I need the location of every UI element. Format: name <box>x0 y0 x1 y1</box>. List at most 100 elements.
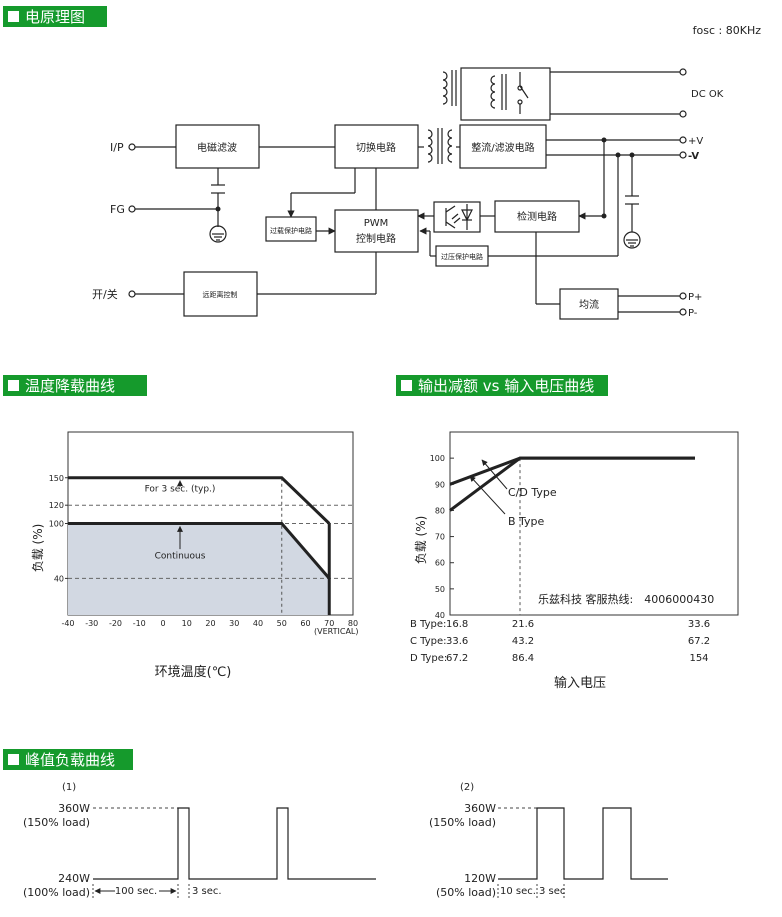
y-tick-label: 120 <box>49 501 64 510</box>
capacitor-symbol <box>211 184 225 194</box>
switching-block <box>334 124 419 169</box>
x-tick-label: 30 <box>229 619 239 628</box>
section-header-peak: 峰值负载曲线 <box>3 749 133 770</box>
y-tick-label: 40 <box>54 574 64 583</box>
annotation-arrow-b <box>469 475 506 515</box>
y-tick-label: 150 <box>49 474 64 483</box>
row-label: B Type: <box>410 619 446 630</box>
optocoupler-block <box>433 201 481 233</box>
header-square-icon <box>8 380 19 391</box>
fg-terminal-label: FG <box>110 203 125 216</box>
x-tick-label: -40 <box>61 619 74 628</box>
load-waveform <box>498 807 668 880</box>
ground-icon <box>209 225 227 243</box>
row-value: 21.6 <box>512 619 534 630</box>
relay-icon <box>490 72 529 114</box>
rectifier-block <box>459 124 547 169</box>
section-header-block: 电原理图 <box>3 6 107 27</box>
detection-label: 检测电路 <box>517 210 557 223</box>
overload-protection-label: 过载保护电路 <box>270 226 312 235</box>
optocoupler-icon <box>445 204 473 230</box>
row-value: 67.2 <box>688 636 710 647</box>
rectifier-label: 整流/滤波电路 <box>471 141 534 154</box>
x-tick-label: 10 <box>182 619 192 628</box>
row-value: 16.8 <box>446 619 468 630</box>
x-axis-title: 环境温度(℃) <box>155 664 232 680</box>
y-tick-label: 100 <box>430 454 445 463</box>
capacitor-symbol <box>625 195 639 205</box>
peak-load-diagram-1: (1) 360W (150% load) 240W (100% load) 10… <box>23 782 376 899</box>
onoff-terminal-label: 开/关 <box>92 287 118 301</box>
y-tick-label: 40 <box>435 611 445 620</box>
detection-block <box>494 200 580 233</box>
series-line-continuous <box>68 522 331 580</box>
interval-label: 100 sec. <box>115 886 157 897</box>
row-value: 33.6 <box>688 619 710 630</box>
current-share-label: 均流 <box>579 298 599 311</box>
peak-load-label: (150% load) <box>23 816 90 829</box>
overload-protection-block <box>265 216 317 242</box>
header-bg <box>3 375 147 396</box>
y-tick-label: 100 <box>49 520 64 529</box>
emi-filter-label: 电磁滤波 <box>197 141 237 154</box>
header-bg <box>3 749 133 770</box>
series-label-b-type: B Type <box>508 515 545 528</box>
section-header-temp: 温度降载曲线 <box>3 375 147 396</box>
pulse-label: 3 sec <box>539 886 565 897</box>
y-tick-labels: 40 100 120 150 <box>49 474 68 583</box>
header-title: 电原理图 <box>25 8 85 26</box>
dcok-transformer-icon <box>442 70 457 106</box>
header-bg <box>3 6 107 27</box>
overvoltage-protection-block <box>435 245 489 267</box>
series-label-continuous: Continuous <box>155 551 206 561</box>
x-tick-label: 70 <box>324 619 334 628</box>
peak-power-label: 360W <box>464 802 496 815</box>
y-tick-label: 50 <box>435 585 445 594</box>
row-label: C Type: <box>410 636 447 647</box>
row-value: 43.2 <box>512 636 534 647</box>
x-tick-label: 0 <box>160 619 165 628</box>
base-power-label: 120W <box>464 872 496 885</box>
row-value: 67.2 <box>446 653 468 664</box>
switching-label: 切换电路 <box>356 141 396 154</box>
continuous-area-shade <box>68 523 330 615</box>
header-bg <box>396 375 608 396</box>
block-diagram: fosc : 80KHz <box>92 24 761 320</box>
current-share-block <box>559 288 619 320</box>
remote-control-block <box>183 271 258 317</box>
vplus-label: +V <box>688 136 703 147</box>
remote-control-label: 远距离控制 <box>203 290 238 299</box>
x-tick-label: 40 <box>253 619 263 628</box>
input-terminal-label: I/P <box>110 141 124 154</box>
peak-power-label: 360W <box>58 802 90 815</box>
overvoltage-protection-label: 过压保护电路 <box>441 252 483 261</box>
diagram-index-label: (2) <box>460 782 474 793</box>
transformer-icon <box>427 128 453 164</box>
junction-dots <box>215 137 635 219</box>
pulse-label: 3 sec. <box>192 886 222 897</box>
x-axis-note: (VERTICAL) <box>314 627 359 636</box>
pwm-control-label: 控制电路 <box>356 232 396 245</box>
section-header-vin: 输出减额 vs 输入电压曲线 <box>396 375 608 396</box>
base-load-label: (50% load) <box>436 886 496 899</box>
y-axis-title: 负载 (%) <box>31 524 45 573</box>
y-axis-title: 负载 (%) <box>414 516 428 565</box>
base-power-label: 240W <box>58 872 90 885</box>
terminal-circles <box>128 68 687 316</box>
header-title: 峰值负载曲线 <box>25 751 115 769</box>
ground-icon <box>623 231 641 249</box>
dim-label-bg <box>115 884 159 896</box>
x-tick-label: 20 <box>205 619 215 628</box>
series-label-3sec: For 3 sec. (typ.) <box>145 484 216 494</box>
series-label-cd-type: C/D Type <box>508 486 557 499</box>
x-tick-label: 50 <box>277 619 287 628</box>
y-tick-label: 60 <box>435 559 445 568</box>
load-waveform <box>93 807 376 880</box>
row-value: 86.4 <box>512 653 534 664</box>
pplus-label: P+ <box>688 292 702 303</box>
